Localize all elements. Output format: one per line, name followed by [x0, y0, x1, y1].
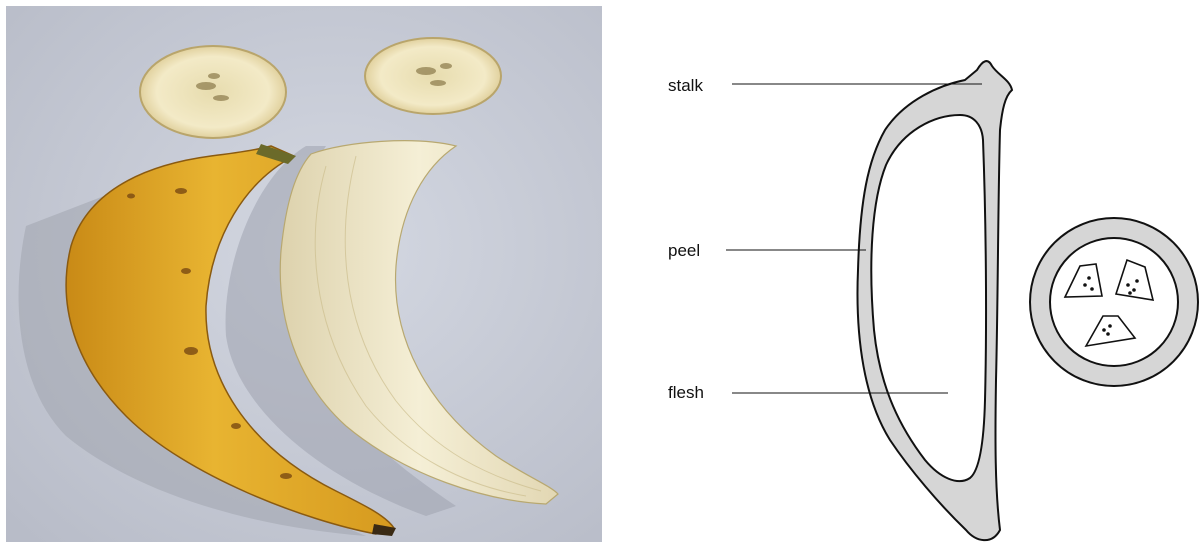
label-stalk: stalk	[668, 76, 703, 95]
banana-photo	[6, 6, 602, 542]
banana-slice-right	[365, 38, 501, 114]
cross-section-flesh	[1050, 238, 1178, 366]
label-peel: peel	[668, 241, 700, 260]
label-flesh: flesh	[668, 383, 704, 402]
banana-slice-left	[140, 46, 286, 138]
banana-diagram: stalk peel flesh	[640, 0, 1202, 545]
